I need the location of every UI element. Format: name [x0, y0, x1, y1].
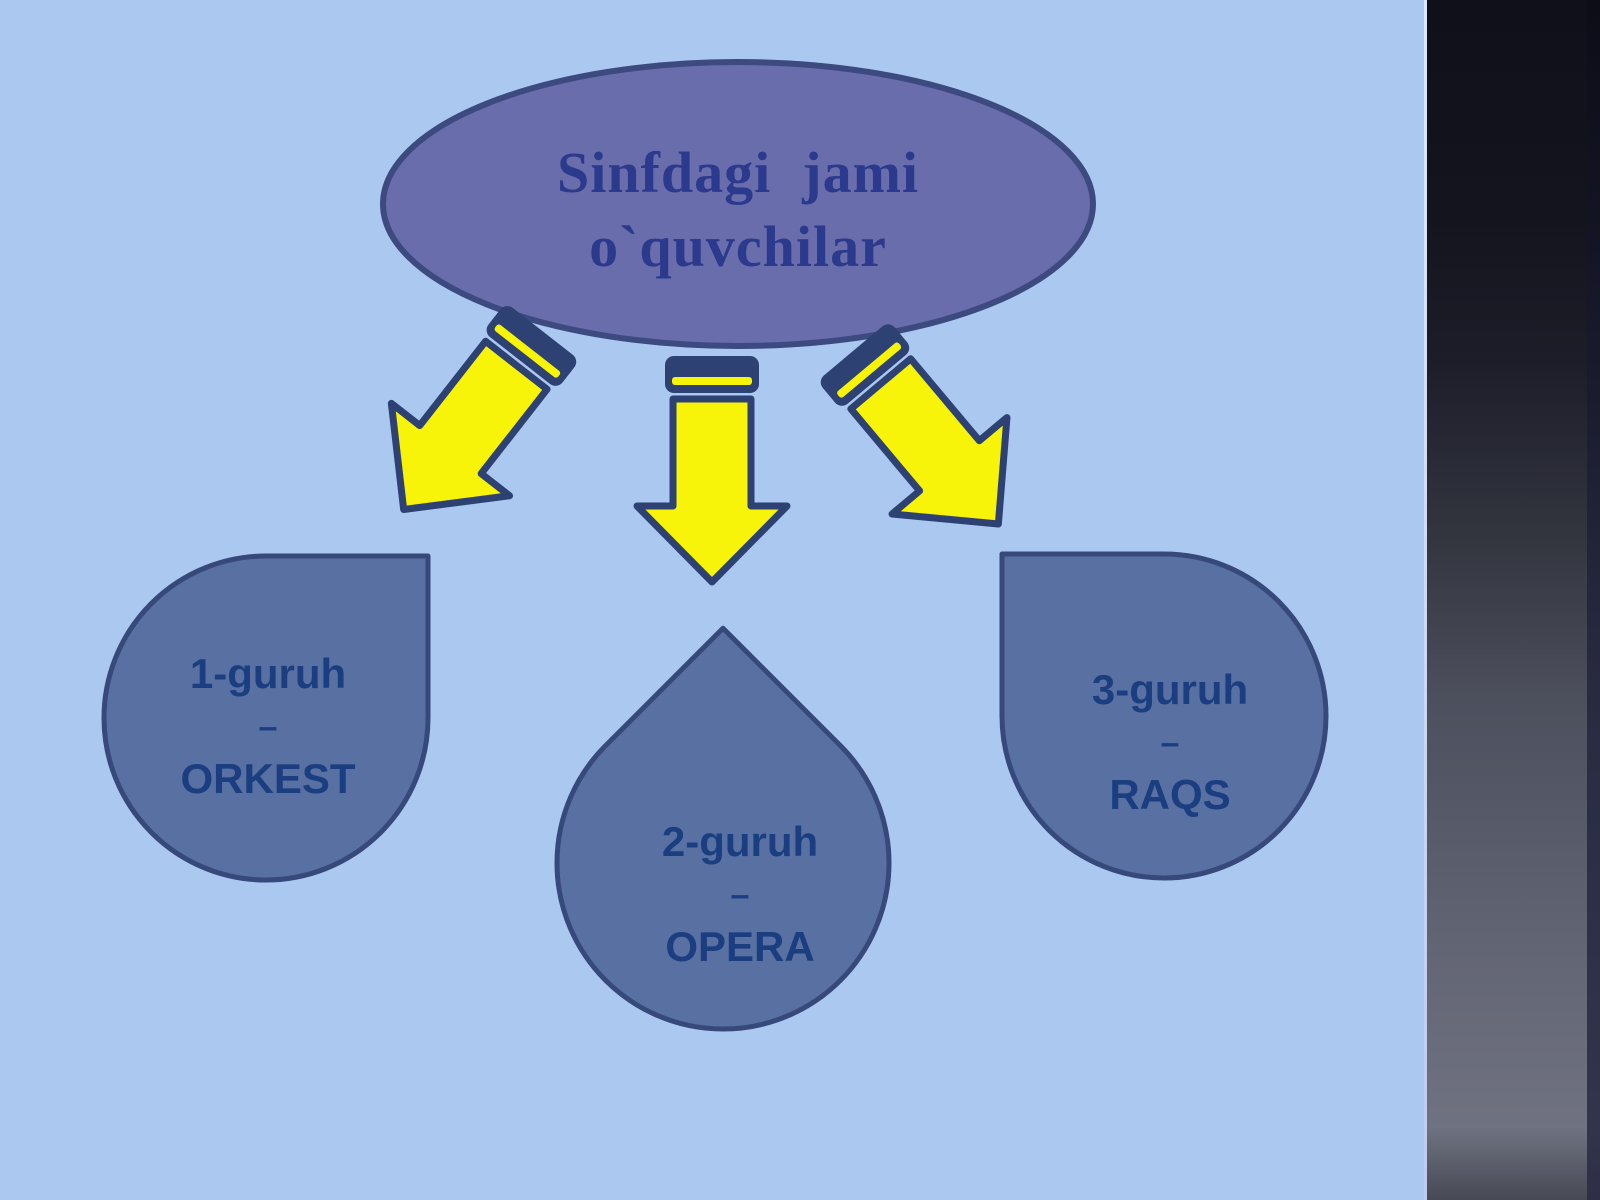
group3-label: 3-guruh – RAQS: [1020, 664, 1320, 822]
strip-right-edge: [1587, 0, 1600, 1200]
teardrop-group2-shape: [554, 625, 892, 1032]
down-arrow-icon: [637, 356, 787, 582]
group2-label: 2-guruh – OPERA: [590, 816, 890, 974]
slide-title-line2: o`quvchilar: [589, 214, 887, 279]
title-ellipse-shape: [380, 59, 1096, 349]
group1-name: 1-guruh: [189, 650, 347, 697]
group3-name: 3-guruh: [1091, 666, 1249, 713]
group2-activity: OPERA: [665, 923, 815, 970]
group1-label: 1-guruh – ORKEST: [118, 648, 418, 806]
group3-activity: RAQS: [1109, 771, 1231, 818]
group2-name: 2-guruh: [661, 818, 819, 865]
group3-separator: –: [1160, 723, 1180, 762]
teardrop-group1-shape: [101, 553, 431, 883]
group1-activity: ORKEST: [180, 755, 356, 802]
group1-separator: –: [258, 707, 278, 746]
slide-title: Sinfdagi jami o`quvchilar: [438, 136, 1038, 284]
slide-title-line1: Sinfdagi jami: [556, 140, 920, 205]
group2-separator: –: [730, 875, 750, 914]
strip-left-highlight: [1424, 0, 1427, 1200]
side-strip: [1424, 0, 1600, 1200]
teardrop-group3-shape: [999, 551, 1329, 881]
